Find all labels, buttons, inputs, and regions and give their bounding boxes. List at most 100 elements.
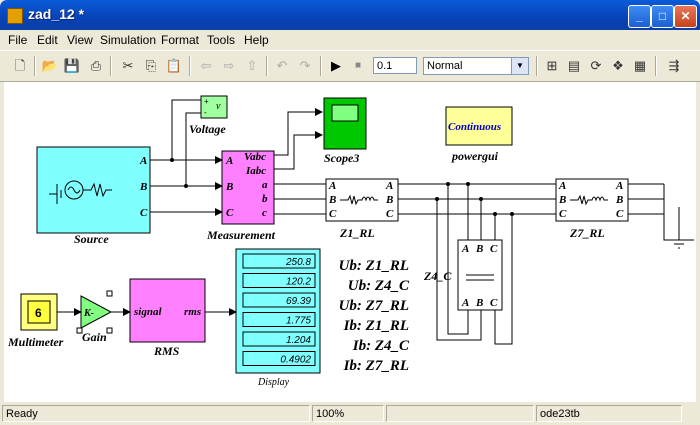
- powergui-block[interactable]: Continuous: [445, 106, 513, 146]
- ground-icon: [669, 207, 689, 249]
- window-title: zad_12 *: [28, 6, 85, 22]
- menu-help[interactable]: Help: [244, 33, 269, 47]
- forward-icon[interactable]: ⇨: [223, 58, 235, 73]
- powergui-text: Continuous: [448, 121, 501, 133]
- port-label: a: [262, 179, 268, 191]
- menu-view[interactable]: View: [67, 33, 93, 47]
- simulation-mode-value: Normal: [427, 60, 463, 72]
- cut-icon[interactable]: ✂: [122, 58, 134, 73]
- redo-icon[interactable]: ↷: [299, 58, 311, 73]
- stop-time-input[interactable]: 0.1: [373, 57, 417, 74]
- toolbar-separator: [655, 56, 657, 76]
- z1-rl-block[interactable]: A B C A B C: [325, 178, 399, 222]
- z4-c-block[interactable]: A B C A B C: [457, 239, 503, 311]
- simulation-mode-select[interactable]: Normal ▼: [423, 57, 529, 75]
- powergui-label: powergui: [451, 149, 499, 163]
- explorer-icon[interactable]: ⇶: [668, 58, 680, 73]
- toolbar-separator: [34, 56, 36, 76]
- display-value: 1.775: [286, 316, 311, 327]
- voltage-label: Voltage: [189, 122, 226, 136]
- port-label: C: [329, 208, 337, 220]
- toolbar-separator: [110, 56, 112, 76]
- display-field: [242, 351, 316, 366]
- library-icon[interactable]: ▤: [567, 58, 581, 73]
- display-value: 69.39: [286, 296, 311, 307]
- model-canvas[interactable]: A B C Source + - v Voltage Scope3: [4, 82, 696, 402]
- port-label: A: [385, 180, 393, 192]
- minimize-button[interactable]: _: [628, 5, 651, 28]
- open-folder-icon[interactable]: 📂: [41, 58, 59, 73]
- port-label: C: [386, 208, 394, 220]
- update-diagram-icon[interactable]: ⟳: [590, 58, 602, 73]
- toolbar-separator: [266, 56, 268, 76]
- z1-label: Z1_RL: [339, 226, 375, 240]
- source-block[interactable]: A B C: [36, 146, 151, 234]
- port-label: c: [262, 207, 267, 219]
- toolbar-separator: [189, 56, 191, 76]
- close-button[interactable]: ✕: [674, 5, 697, 28]
- scope-block[interactable]: [323, 97, 367, 150]
- chevron-down-icon[interactable]: ▼: [511, 58, 528, 74]
- port-label: C: [616, 208, 624, 220]
- display-field: [242, 273, 316, 288]
- back-icon[interactable]: ⇦: [200, 58, 212, 73]
- copy-icon[interactable]: ⎘: [145, 58, 157, 73]
- menu-format[interactable]: Format: [161, 33, 200, 47]
- annotation-label: Ib: Z4_C: [352, 338, 410, 354]
- menu-file[interactable]: File: [8, 33, 28, 47]
- maximize-button[interactable]: □: [651, 5, 674, 28]
- annotation-label: Ib: Z1_RL: [343, 318, 409, 334]
- port-label: A: [461, 297, 469, 309]
- gain-block[interactable]: K-: [76, 290, 113, 334]
- debug-icon[interactable]: ▦: [633, 58, 647, 73]
- port-label: A: [328, 180, 336, 192]
- build-icon[interactable]: ⊞: [546, 58, 558, 73]
- port-label: A: [139, 155, 147, 167]
- port-label: C: [490, 297, 498, 309]
- display-value: 1.204: [286, 335, 311, 346]
- port-label: A: [558, 180, 566, 192]
- toolbar: 🗋 📂 💾 ⎙ ✂ ⎘ 📋 ⇦ ⇨ ⇧ ↶ ↷ ▶ ■ 0.1 Normal ▼…: [0, 50, 700, 82]
- plus-label: +: [204, 97, 209, 106]
- undo-icon[interactable]: ↶: [276, 58, 288, 73]
- display-field: [242, 312, 316, 327]
- measurement-label: Measurement: [206, 228, 276, 242]
- print-icon[interactable]: ⎙: [90, 58, 102, 73]
- port-label: A: [615, 180, 623, 192]
- model-browser-icon[interactable]: ❖: [612, 58, 624, 73]
- annotation-label: Ub: Z7_RL: [339, 298, 409, 314]
- paste-icon[interactable]: 📋: [165, 58, 183, 73]
- multimeter-value: 6: [35, 306, 42, 320]
- v-label: v: [216, 101, 221, 112]
- stop-icon[interactable]: ■: [354, 60, 362, 71]
- up-icon[interactable]: ⇧: [246, 58, 258, 73]
- save-icon[interactable]: 💾: [63, 58, 81, 73]
- simulink-model-icon: [7, 8, 23, 24]
- minus-label: -: [204, 108, 207, 117]
- new-file-icon[interactable]: 🗋: [14, 58, 26, 73]
- rms-block[interactable]: signal rms: [129, 278, 206, 343]
- status-zoom: 100%: [312, 405, 384, 422]
- gain-text: K-: [83, 308, 94, 319]
- port-label: B: [139, 181, 147, 193]
- multimeter-block[interactable]: 6: [20, 293, 58, 331]
- z7-rl-block[interactable]: A B C A B C: [555, 178, 629, 222]
- menu-edit[interactable]: Edit: [37, 33, 58, 47]
- title-bar: zad_12 * _ □ ✕: [0, 0, 700, 30]
- menu-simulation[interactable]: Simulation: [100, 33, 157, 47]
- play-icon[interactable]: ▶: [331, 58, 341, 73]
- display-field: [242, 253, 316, 269]
- rms-label: RMS: [153, 344, 180, 358]
- port-label: B: [615, 194, 623, 206]
- menu-tools[interactable]: Tools: [207, 33, 236, 47]
- voltage-measurement-block[interactable]: + - v: [200, 95, 228, 119]
- measurement-block[interactable]: A B C Vabc Iabc a b c: [221, 150, 275, 225]
- display-label: Display: [257, 377, 290, 388]
- port-label: A: [225, 155, 233, 167]
- port-label: B: [328, 194, 336, 206]
- port-label: C: [140, 207, 148, 219]
- z7-label: Z7_RL: [569, 226, 605, 240]
- display-field: [242, 292, 316, 308]
